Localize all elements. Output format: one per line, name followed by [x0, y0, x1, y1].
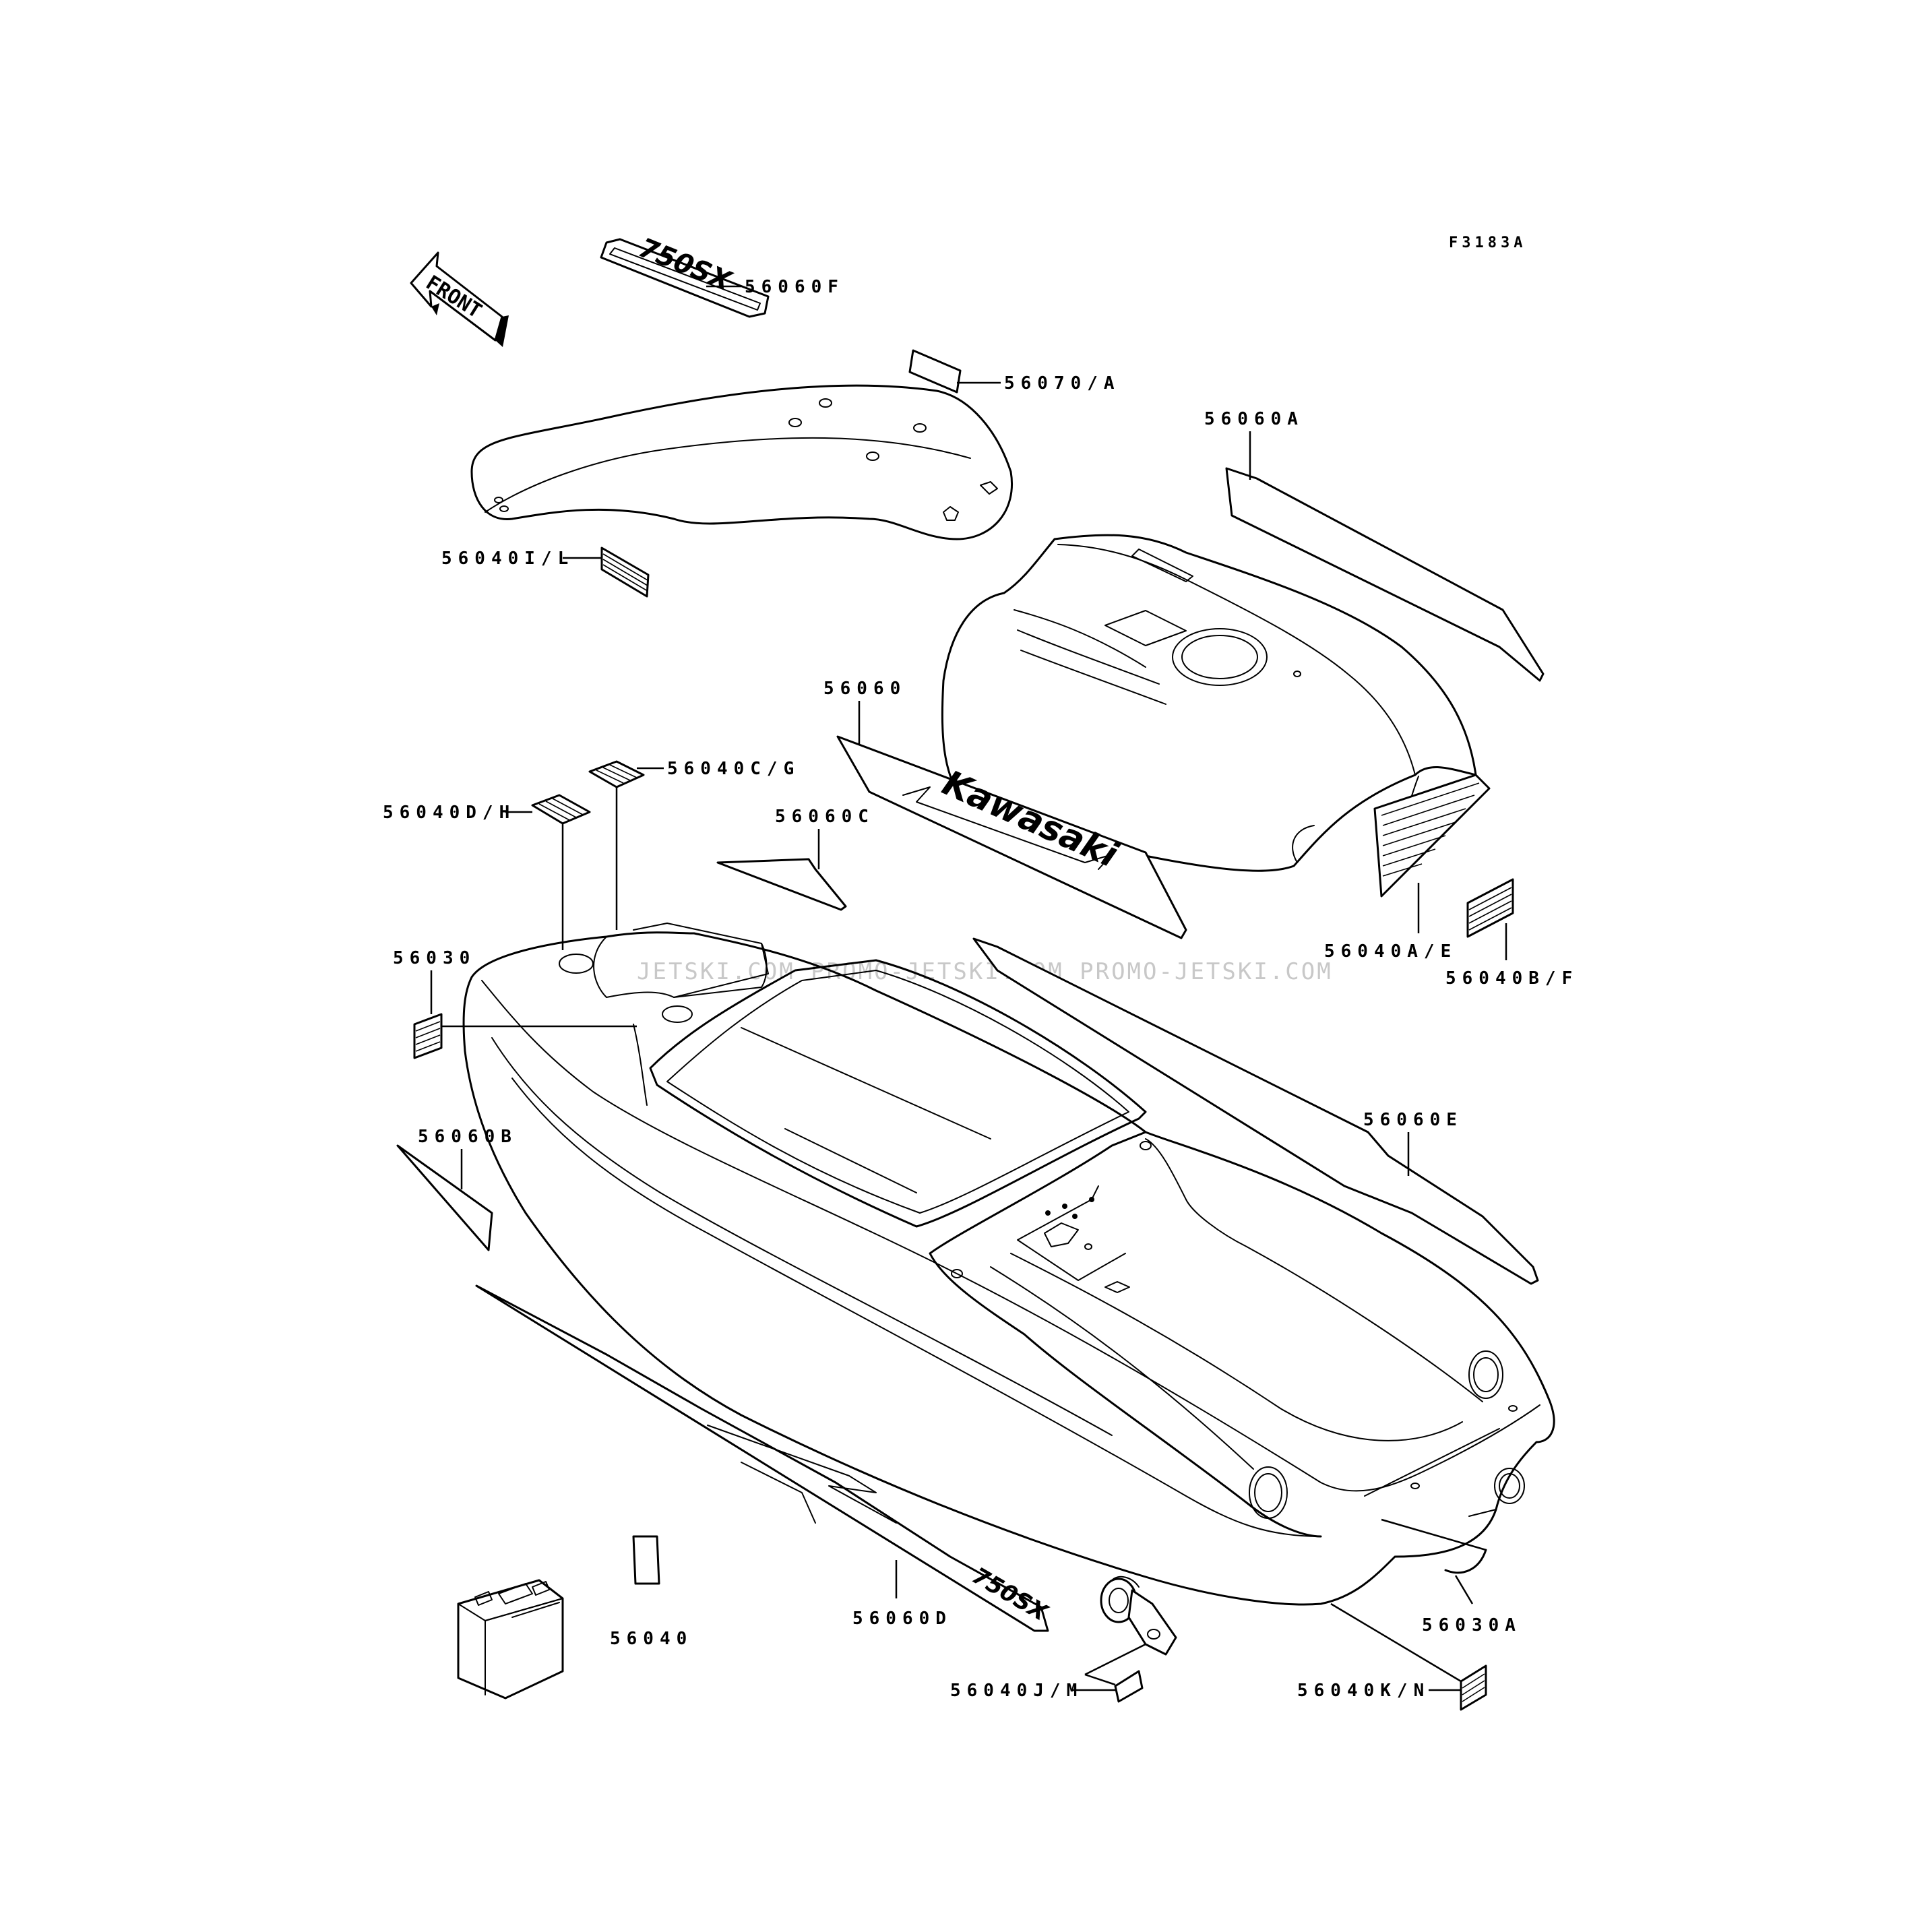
decal-56060B	[396, 1144, 493, 1251]
label-56040: 56040	[610, 1629, 693, 1649]
label-sticker-56040	[632, 1535, 660, 1585]
label-sticker-56040IL	[600, 547, 650, 598]
label-sticker-56040AE	[1373, 774, 1491, 898]
label-sticker-56040BF	[1466, 878, 1514, 938]
drain-plug-icon	[1100, 1576, 1177, 1656]
label-sticker-56030	[413, 1013, 443, 1059]
label-56060F: 56060F	[745, 277, 844, 297]
decal-56060F: 750SX	[600, 232, 770, 318]
label-sticker-56040DH	[531, 794, 591, 825]
label-56040KN: 56040K/N	[1297, 1681, 1430, 1701]
label-56040CG: 56040C/G	[667, 759, 800, 779]
label-56070A: 56070/A	[1004, 373, 1121, 394]
label-sticker-56040KN	[1460, 1664, 1487, 1711]
label-56040IL: 56040I/L	[441, 549, 574, 569]
decal-56060C	[716, 858, 847, 911]
label-sticker-56070A	[908, 349, 962, 394]
handle-pole-cover	[470, 384, 1013, 540]
deck-pad	[649, 959, 1147, 1228]
engine-hood	[941, 534, 1477, 872]
label-56060: 56060	[823, 679, 906, 699]
figure-code: F3183A	[1449, 235, 1526, 251]
label-56030A: 56030A	[1422, 1615, 1522, 1635]
decal-kawasaki-56060: Kawasaki	[836, 735, 1187, 939]
label-sticker-56040JM	[1114, 1670, 1144, 1703]
hull	[462, 923, 1555, 1606]
decal-side-56060D: 750SX	[475, 1284, 1053, 1632]
label-56040BF: 56040B/F	[1445, 968, 1578, 989]
label-56060A: 56060A	[1204, 409, 1304, 429]
label-56060C: 56060C	[775, 807, 875, 827]
label-56060E: 56060E	[1363, 1110, 1463, 1130]
label-56030: 56030	[393, 948, 476, 968]
label-56040JM: 56040J/M	[950, 1681, 1083, 1701]
label-56040AE: 56040A/E	[1324, 941, 1457, 962]
label-56060B: 56060B	[418, 1127, 518, 1147]
label-sticker-56030A	[1444, 1549, 1487, 1574]
battery-icon	[457, 1579, 564, 1700]
front-arrow-icon: FRONT	[410, 251, 509, 347]
label-56060D: 56060D	[852, 1609, 952, 1629]
footwell	[929, 1131, 1525, 1538]
label-56040DH: 56040D/H	[383, 803, 516, 823]
label-sticker-56040CG	[588, 760, 645, 788]
decal-stripe-56060A	[1225, 467, 1545, 682]
decal-stripe-56060E	[972, 937, 1539, 1285]
watermark: JETSKI.COM PROMO-JETSKI.COM PROMO-JETSKI…	[637, 958, 1333, 985]
